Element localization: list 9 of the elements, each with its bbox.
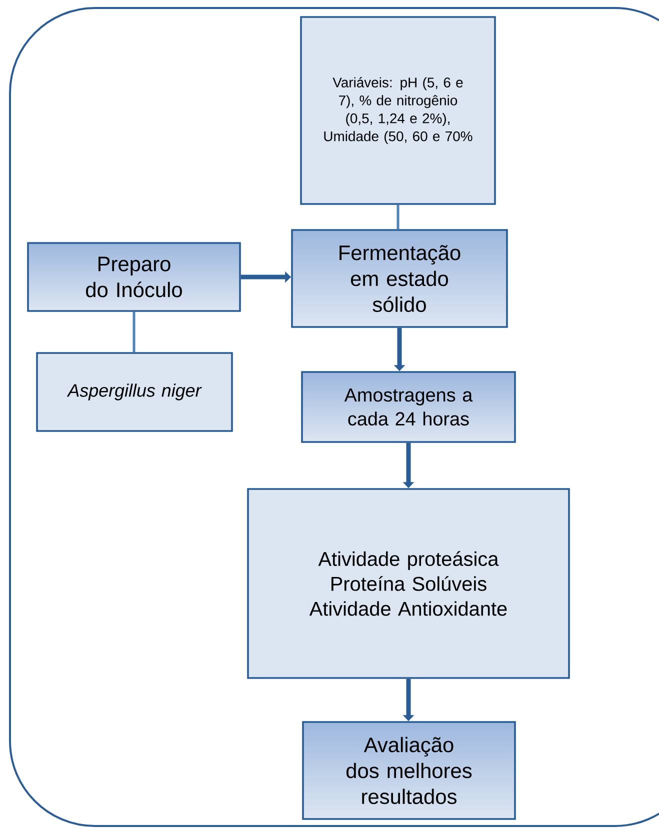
variables-box: Variáveis: pH (5, 6 e 7), % de nitrogênio (0,5, 1,24 e 2%), Umidade (50, 60 e 70% — [300, 16, 496, 205]
process-box: Preparo do Inóculo — [27, 242, 241, 312]
organism-box: Aspergillus niger — [36, 352, 233, 432]
process-box: Amostragens a cada 24 horas — [301, 371, 516, 443]
process-box: Fermentação em estado sólido — [291, 229, 508, 328]
process-box: Avaliação dos melhores resultados — [302, 721, 516, 820]
connector-line — [396, 204, 400, 230]
analysis-box: Atividade proteásica Proteína Solúveis Atividade Antioxidante — [247, 488, 570, 679]
connector-line — [132, 312, 136, 352]
